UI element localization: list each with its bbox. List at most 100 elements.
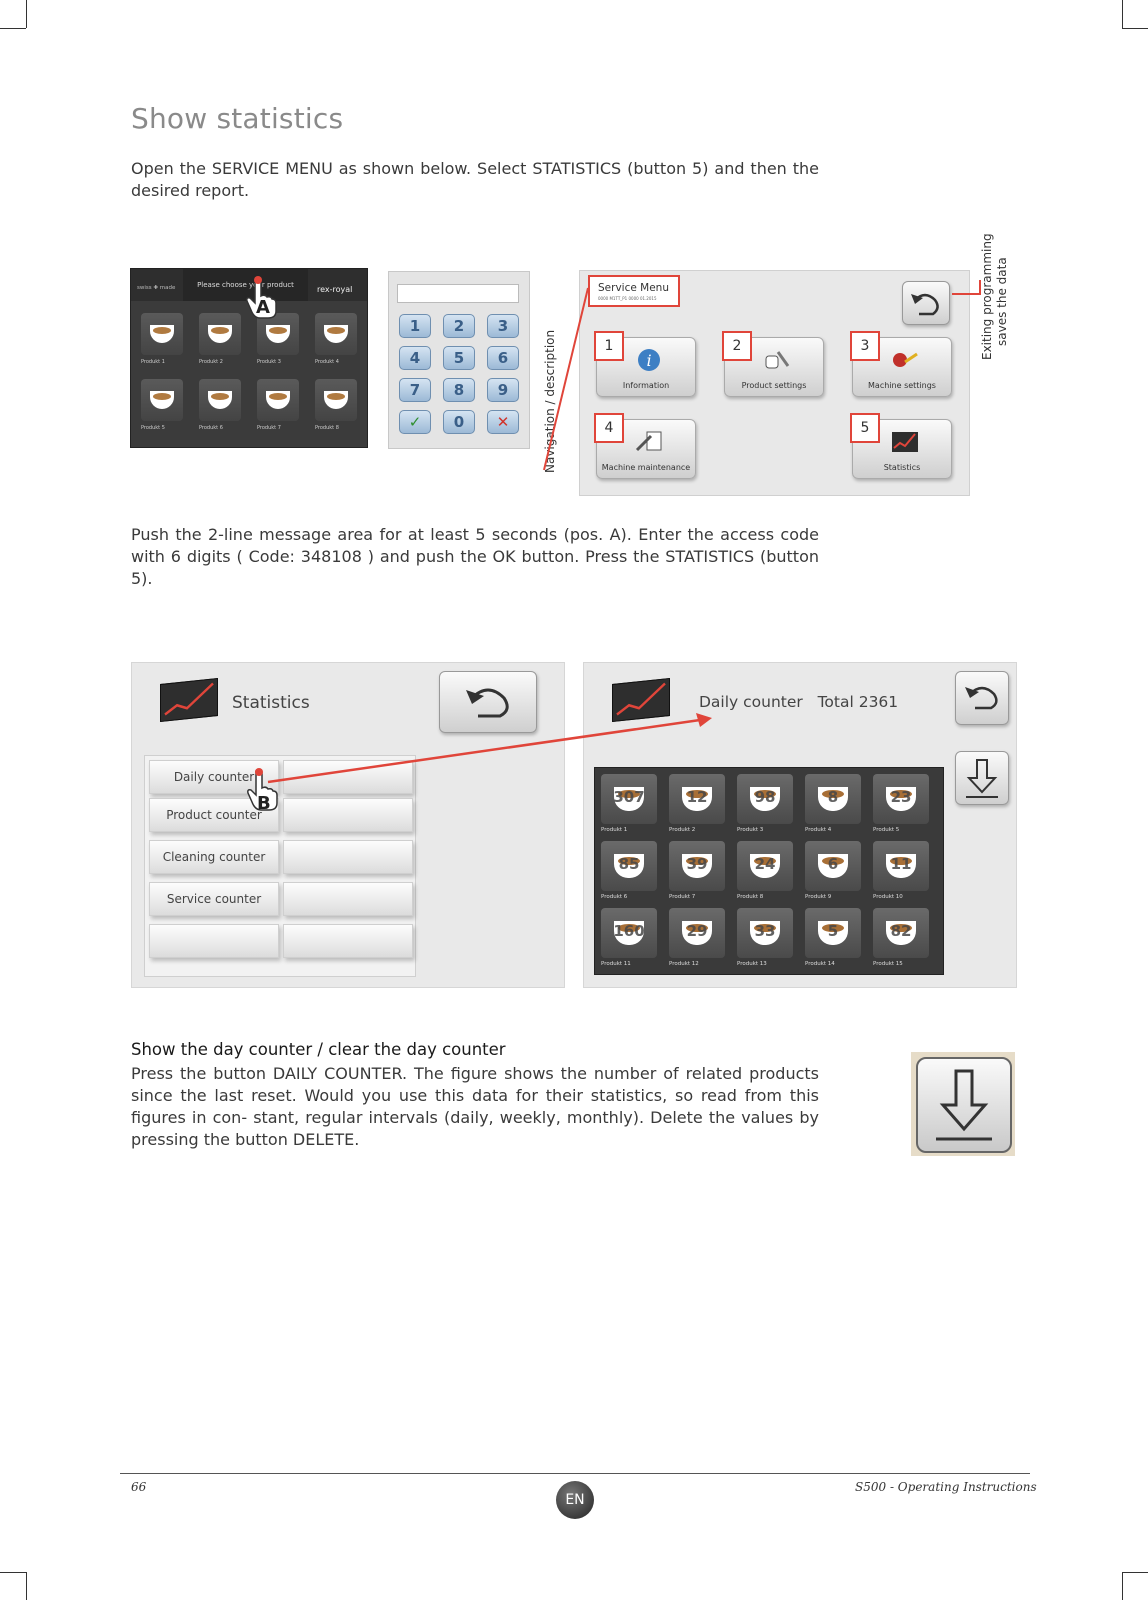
product-count-label: Produkt 2 <box>669 827 696 833</box>
key-3[interactable]: 3 <box>487 314 519 338</box>
daily-total: Total 2361 <box>817 693 899 711</box>
key-7[interactable]: 7 <box>399 378 431 402</box>
coffee-cup-icon <box>682 854 712 878</box>
statistics-chart-icon <box>160 677 218 723</box>
product-count-value: 82 <box>890 922 912 940</box>
key-2[interactable]: 2 <box>443 314 475 338</box>
crop-mark <box>1122 1572 1148 1573</box>
product-count-label: Produkt 1 <box>601 827 628 833</box>
product-count-label: Produkt 10 <box>873 894 903 900</box>
product-screen: Please choose your product swiss ✚ made … <box>131 269 367 447</box>
button-number: 3 <box>850 331 880 361</box>
intro-text: Open the SERVICE MENU as shown below. Se… <box>131 159 819 200</box>
key-9[interactable]: 9 <box>487 378 519 402</box>
product-count-value: 12 <box>686 788 708 806</box>
counter-list: Daily counter Product counter Cleaning c… <box>144 755 416 977</box>
product-button-4[interactable] <box>315 313 357 355</box>
key-1[interactable]: 1 <box>399 314 431 338</box>
delete-button[interactable] <box>955 751 1009 805</box>
product-button-1[interactable] <box>141 313 183 355</box>
maintenance-tools-icon <box>635 431 662 452</box>
product-count-label: Produkt 4 <box>805 827 832 833</box>
key-0[interactable]: 0 <box>443 410 475 434</box>
product-count-label: Produkt 3 <box>737 827 764 833</box>
empty-slot <box>283 924 413 958</box>
download-arrow-icon <box>936 1069 992 1141</box>
product-button-5[interactable] <box>141 379 183 421</box>
key-8[interactable]: 8 <box>443 378 475 402</box>
product-count-label: Produkt 8 <box>737 894 764 900</box>
product-count-tile: 82 <box>873 908 929 958</box>
key-5[interactable]: 5 <box>443 346 475 370</box>
product-count-value: 307 <box>613 788 645 806</box>
product-count-value: 8 <box>827 788 839 806</box>
service-counter-button[interactable]: Service counter <box>149 882 279 916</box>
undo-arrow-icon <box>965 686 998 710</box>
product-button-2[interactable] <box>199 313 241 355</box>
crop-mark <box>1122 28 1148 29</box>
code-display-field[interactable] <box>397 284 519 303</box>
product-count-tile: 11 <box>873 841 929 891</box>
button-label: Statistics <box>883 463 921 472</box>
empty-slot <box>149 924 279 958</box>
coffee-cup-icon <box>682 787 712 811</box>
crop-mark <box>1122 1572 1123 1600</box>
product-count-tile: 307 <box>601 774 657 824</box>
cleaning-counter-button[interactable]: Cleaning counter <box>149 840 279 874</box>
product-count-tile: 12 <box>669 774 725 824</box>
service-menu-version: 0000 M1TT_P1 0000 01.2015 <box>598 296 657 301</box>
key-4[interactable]: 4 <box>399 346 431 370</box>
button-number: 2 <box>722 331 752 361</box>
product-label: Produkt 5 <box>141 425 165 431</box>
product-button-3[interactable] <box>257 313 299 355</box>
product-counter-button[interactable]: Product counter <box>149 798 279 832</box>
cancel-key[interactable]: ✕ <box>487 410 519 434</box>
coffee-cup-icon <box>750 921 780 945</box>
product-count-label: Produkt 11 <box>601 961 631 967</box>
product-count-label: Produkt 7 <box>669 894 696 900</box>
product-count-value: 6 <box>827 855 839 873</box>
product-count-value: 33 <box>754 922 776 940</box>
product-button-8[interactable] <box>315 379 357 421</box>
coffee-cup-icon <box>818 787 848 811</box>
daily-counter-label: Daily counter <box>699 693 803 711</box>
product-count-tile: 85 <box>601 841 657 891</box>
message-area[interactable]: Please choose your product <box>183 269 308 301</box>
product-label: Produkt 6 <box>199 425 223 431</box>
page-number: 66 <box>131 1480 147 1494</box>
button-label: Machine maintenance <box>601 463 691 472</box>
product-count-label: Produkt 6 <box>601 894 628 900</box>
product-button-6[interactable] <box>199 379 241 421</box>
ok-key[interactable]: ✓ <box>399 410 431 434</box>
product-count-label: Produkt 15 <box>873 961 903 967</box>
product-count-label: Produkt 9 <box>805 894 832 900</box>
product-count-value: 29 <box>686 922 708 940</box>
product-button-7[interactable] <box>257 379 299 421</box>
coffee-cup-icon <box>614 787 644 811</box>
product-count-value: 23 <box>890 788 912 806</box>
product-count-tile: 160 <box>601 908 657 958</box>
empty-slot <box>283 882 413 916</box>
back-button[interactable] <box>902 281 950 325</box>
key-6[interactable]: 6 <box>487 346 519 370</box>
info-icon: i <box>638 349 660 371</box>
back-button[interactable] <box>439 671 537 733</box>
coffee-cup-icon <box>614 921 644 945</box>
product-count-value: 85 <box>618 855 640 873</box>
page-title: Show statistics <box>131 102 344 135</box>
product-count-tile: 33 <box>737 908 793 958</box>
manual-title: S500 - Operating Instructions <box>855 1480 1037 1494</box>
coffee-cup-icon <box>682 921 712 945</box>
coffee-cup-icon <box>750 854 780 878</box>
product-count-tile: 5 <box>805 908 861 958</box>
marker-a: A <box>256 297 270 318</box>
delete-button-illustration <box>911 1052 1015 1156</box>
service-menu-screen: Service Menu 0000 M1TT_P1 0000 01.2015 i… <box>579 270 970 496</box>
empty-slot <box>283 840 413 874</box>
body-text: Press the button DAILY COUNTER. The figu… <box>131 1064 819 1149</box>
coffee-cup-icon <box>886 921 916 945</box>
back-button[interactable] <box>955 671 1009 725</box>
product-count-tile: 6 <box>805 841 861 891</box>
